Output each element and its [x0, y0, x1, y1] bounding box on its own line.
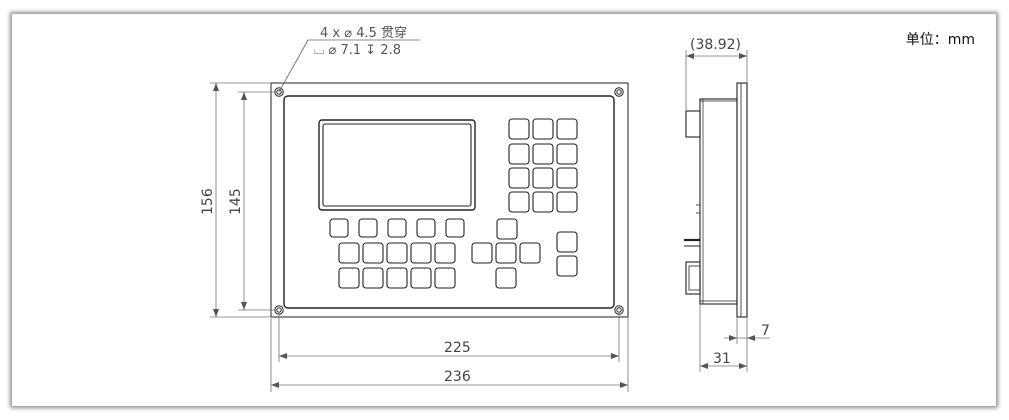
- dim-overall-width: 236: [444, 369, 471, 385]
- side-view: [684, 82, 748, 318]
- hole-note-line1: 4 x ⌀ 4.5 贯穿: [320, 25, 407, 41]
- hole-note-line2: ⌴ ⌀ 7.1 ↧ 2.8: [314, 43, 401, 58]
- lcd-screen: [318, 119, 476, 211]
- inner-bezel: [283, 95, 615, 309]
- dim-inner-height: 145: [228, 188, 244, 215]
- unit-label: 单位：mm: [905, 32, 975, 48]
- dim-total-depth: (38.92): [690, 37, 741, 53]
- dim-body-depth: 31: [713, 351, 731, 367]
- keypad: [329, 118, 578, 289]
- dim-inner-width: 225: [444, 340, 471, 356]
- drawing-sheet: [12, 14, 996, 406]
- dim-overall-height: 156: [200, 188, 216, 215]
- dim-panel-thickness: 7: [761, 323, 770, 339]
- outer-panel: [270, 82, 629, 318]
